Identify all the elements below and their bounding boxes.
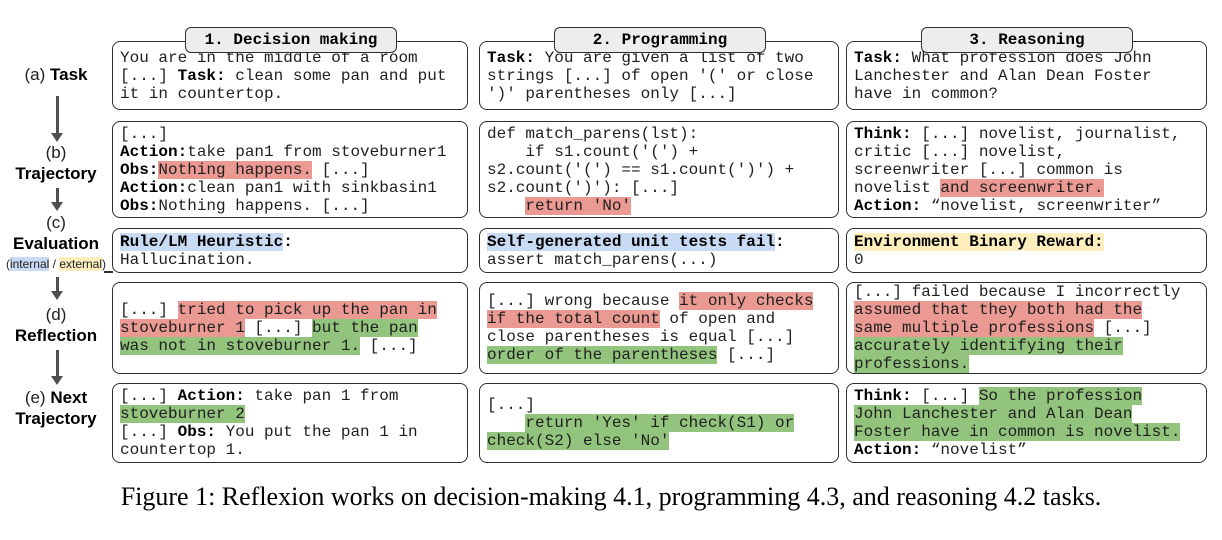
cell-reasoning-trajectory: Think: [...] novelist, journalist,critic… xyxy=(846,121,1207,218)
internal-external-connector xyxy=(104,271,113,273)
cell-decision-evaluation: Rule/LM Heuristic:Hallucination. xyxy=(112,228,468,273)
column-header-programming: 2. Programming xyxy=(554,27,766,53)
column-header-decision-making: 1. Decision making xyxy=(185,27,397,53)
flow-arrow-down-icon xyxy=(56,96,59,134)
flow-arrow-down-icon xyxy=(56,350,59,377)
row-label-internal-external: (internal / external) xyxy=(5,257,107,271)
cell-programming-evaluation: Self-generated unit tests fail:assert ma… xyxy=(479,228,839,273)
cell-programming-trajectory: def match_parens(lst): if s1.count('(') … xyxy=(479,121,839,218)
flow-arrow-down-icon xyxy=(56,188,59,203)
row-label-reflection: (d)Reflection xyxy=(14,305,98,345)
flow-arrow-down-icon xyxy=(56,277,59,292)
row-label-evaluation: (c)Evaluation xyxy=(13,213,99,253)
figure-caption: Figure 1: Reflexion works on decision-ma… xyxy=(120,482,1102,511)
row-label-trajectory: (b)Trajectory xyxy=(15,143,97,183)
column-header-reasoning: 3. Reasoning xyxy=(921,27,1133,53)
cell-reasoning-evaluation: Environment Binary Reward:0 xyxy=(846,228,1207,273)
row-label-task: (a) Task xyxy=(24,65,88,84)
